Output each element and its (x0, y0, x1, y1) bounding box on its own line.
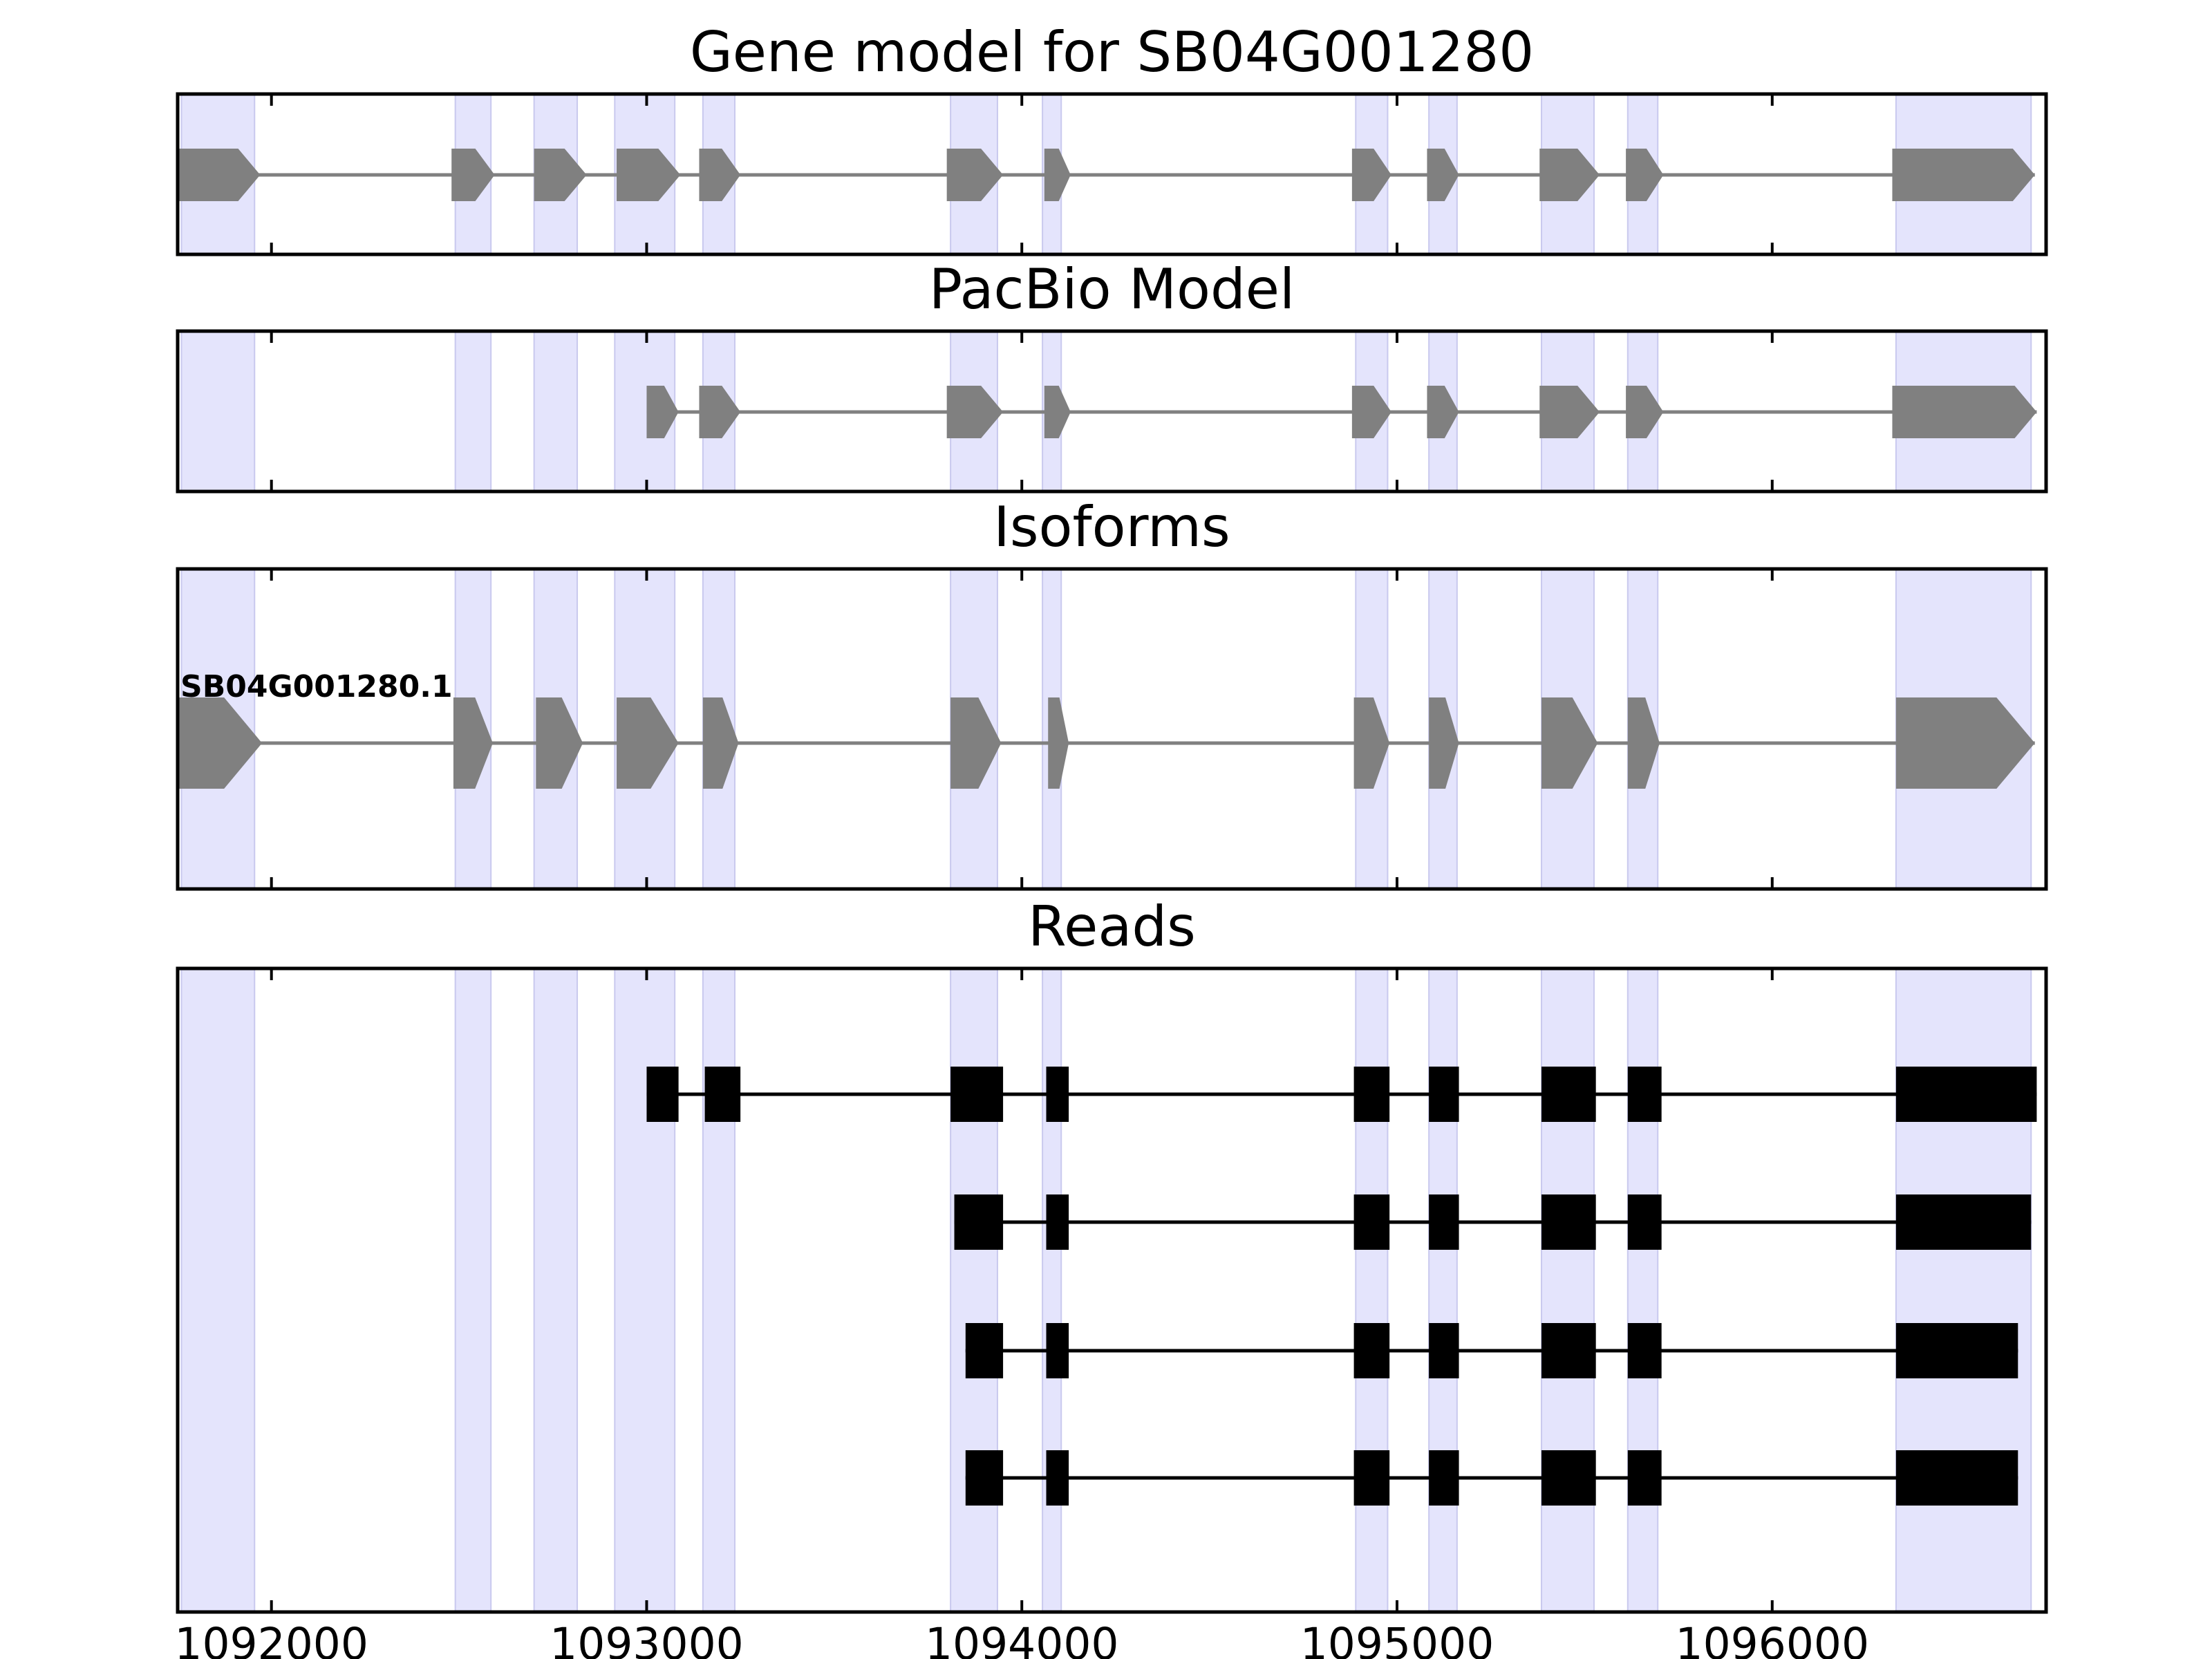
exon-arrow (1427, 149, 1459, 201)
exon-highlight-band (1895, 968, 2032, 1613)
read-exon-block (1046, 1194, 1069, 1250)
exon-arrow (1351, 386, 1391, 438)
exon-arrow (702, 697, 739, 789)
exon-arrow (1626, 149, 1664, 201)
exon-arrow (1539, 149, 1600, 201)
exon-arrow (1429, 697, 1459, 789)
read-exon-block (1429, 1067, 1459, 1122)
read-exon-block (1429, 1194, 1459, 1250)
read-exon-block (1895, 1067, 2037, 1122)
exon-highlight-band (1540, 968, 1595, 1613)
exon-arrow (1044, 149, 1071, 201)
exon-arrow (646, 386, 679, 438)
x-tick-label: 1096000 (1675, 1619, 1869, 1659)
exon-arrow (1892, 386, 2037, 438)
exon-arrow (534, 149, 587, 201)
read-exon-block (1353, 1067, 1390, 1122)
exon-arrow (451, 149, 495, 201)
panel-4-axes-frame (176, 966, 2048, 1614)
exon-arrow (1353, 697, 1390, 789)
exon-highlight-band (454, 968, 492, 1613)
read-exon-block (1541, 1194, 1596, 1250)
exon-arrow (1427, 386, 1459, 438)
exon-arrow (699, 386, 741, 438)
exon-arrow (617, 149, 681, 201)
read-exon-block (1429, 1450, 1459, 1506)
exon-arrow (453, 697, 493, 789)
panel-3-title: Isoforms (993, 495, 1230, 559)
x-tick-label: 1095000 (1300, 1619, 1494, 1659)
read-exon-block (1046, 1450, 1069, 1506)
exon-arrow (1541, 697, 1598, 789)
exon-highlight-band (1627, 968, 1659, 1613)
x-tick-label: 1092000 (174, 1619, 368, 1659)
exon-highlight-band (454, 330, 492, 492)
exon-arrow (946, 149, 1004, 201)
x-tick-label: 1094000 (925, 1619, 1119, 1659)
exon-highlight-band (950, 968, 998, 1613)
read-exon-block (1627, 1067, 1662, 1122)
isoform-label: SB04G001280.1 (180, 669, 453, 704)
panel-2-title: PacBio Model (929, 257, 1295, 321)
panel-4-title: Reads (1028, 894, 1196, 959)
exon-arrow (178, 697, 263, 789)
read-exon-block (1046, 1067, 1069, 1122)
exon-arrow (1627, 697, 1660, 789)
read-exon-block (1541, 1323, 1596, 1378)
x-tick-label: 1093000 (550, 1619, 744, 1659)
exon-highlight-band (1355, 968, 1389, 1613)
exon-arrow (950, 697, 1002, 789)
panel-3-axes-frame (176, 567, 2048, 891)
exon-arrow (1351, 149, 1391, 201)
read-exon-block (950, 1067, 1004, 1122)
exon-arrow (946, 386, 1004, 438)
read-exon-block (646, 1067, 679, 1122)
read-exon-block (1895, 1194, 2032, 1250)
exon-arrow (1044, 386, 1071, 438)
exon-highlight-band (702, 968, 736, 1613)
exon-highlight-band (533, 330, 579, 492)
feature-layer (178, 149, 2037, 1506)
exon-highlight-band (180, 968, 256, 1613)
exon-arrow (536, 697, 583, 789)
exon-arrow (1895, 697, 2035, 789)
read-exon-block (1627, 1323, 1662, 1378)
read-exon-block (1541, 1450, 1596, 1506)
exon-highlight-band (1428, 968, 1458, 1613)
exon-arrow (1626, 386, 1664, 438)
panel-2-axes-frame (176, 329, 2048, 494)
exon-arrow (1048, 697, 1069, 789)
exon-highlight-band (180, 330, 256, 492)
exon-highlight-band (1042, 968, 1062, 1613)
read-exon-block (1627, 1194, 1662, 1250)
read-exon-block (1046, 1323, 1069, 1378)
exon-arrow (699, 149, 741, 201)
read-exon-block (1353, 1194, 1390, 1250)
panel-1-title: Gene model for SB04G001280 (690, 20, 1534, 84)
read-exon-block (1627, 1450, 1662, 1506)
exon-arrow (1892, 149, 2035, 201)
exon-highlight-band (533, 968, 579, 1613)
read-exon-block (1353, 1323, 1390, 1378)
read-exon-block (965, 1450, 1004, 1506)
read-exon-block (1895, 1323, 2018, 1378)
read-exon-block (1429, 1323, 1459, 1378)
exon-highlight-band (614, 330, 676, 492)
read-exon-block (1541, 1067, 1596, 1122)
read-exon-block (704, 1067, 741, 1122)
exon-arrow (1539, 386, 1600, 438)
read-exon-block (965, 1323, 1004, 1378)
read-exon-block (1895, 1450, 2018, 1506)
axes-frame-layer (176, 92, 2048, 1614)
read-exon-block (1353, 1450, 1390, 1506)
panel-1-axes-frame (176, 92, 2048, 256)
exon-arrow (617, 697, 679, 789)
exon-arrow (178, 149, 261, 201)
read-exon-block (954, 1194, 1004, 1250)
exon-highlight-band (614, 968, 676, 1613)
